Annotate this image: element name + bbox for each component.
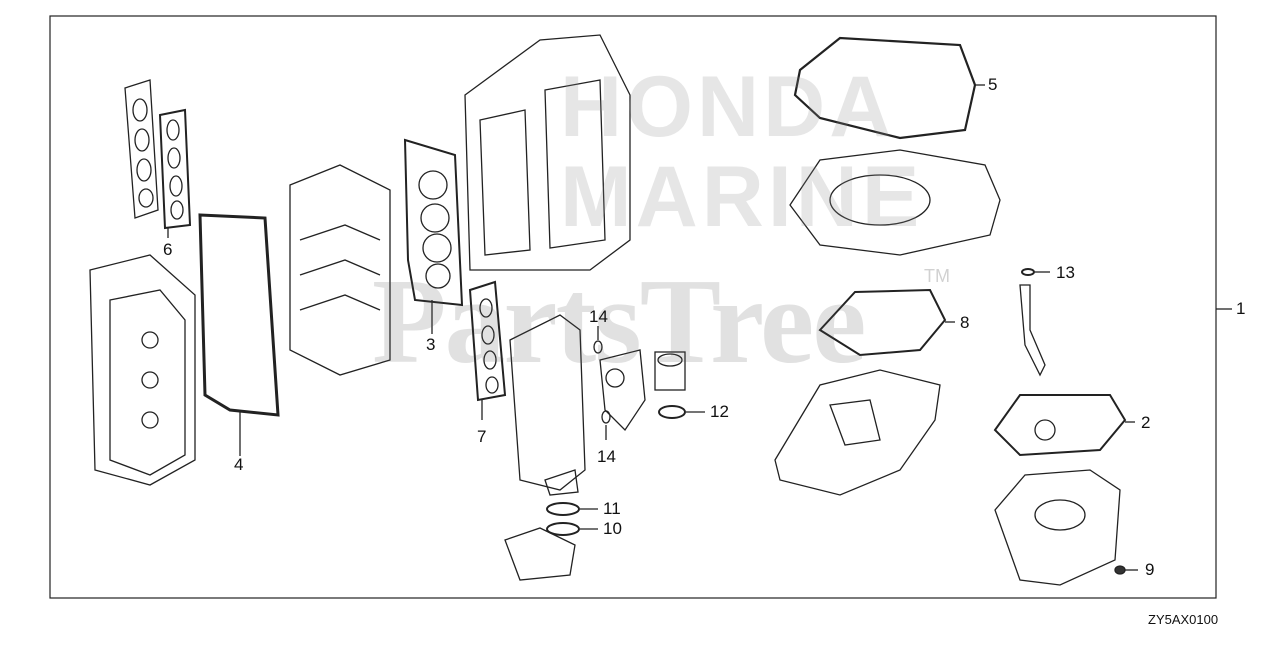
part-8-oil-pan-gasket <box>818 288 955 357</box>
diagram-code: ZY5AX0100 <box>1148 612 1219 627</box>
part-7-exhaust-gasket <box>468 280 507 420</box>
oil-pan <box>774 369 941 496</box>
part-5-adapter-gasket <box>793 36 985 140</box>
part-14-oring-upper <box>593 340 603 354</box>
part-9-drain-plug <box>1114 565 1126 575</box>
callout-14-lower[interactable]: 14 <box>597 447 616 466</box>
callout-14-upper[interactable]: 14 <box>589 307 608 326</box>
callout-4[interactable]: 4 <box>234 455 244 474</box>
part-11-oring <box>546 502 580 516</box>
brand-watermark: HONDA MARINE <box>560 62 923 243</box>
part-2-case-gasket <box>993 394 1135 457</box>
diagram-frame <box>49 15 1217 599</box>
callout-9[interactable]: 9 <box>1145 560 1155 579</box>
callout-10[interactable]: 10 <box>603 519 622 538</box>
callout-3[interactable]: 3 <box>426 335 436 354</box>
oil-case <box>789 149 1001 256</box>
part-4-valve-cover <box>89 213 280 486</box>
oil-pump-parts <box>599 349 686 432</box>
callout-1[interactable]: 1 <box>1236 299 1246 318</box>
callout-13[interactable]: 13 <box>1056 263 1075 282</box>
water-manifold <box>504 314 586 581</box>
callout-6[interactable]: 6 <box>163 240 173 259</box>
bottom-case <box>994 469 1121 586</box>
trademark-symbol: TM <box>924 266 950 286</box>
brand-watermark-line1: HONDA <box>560 59 896 155</box>
part-14-oring-lower <box>601 410 611 424</box>
crankcase-block <box>464 34 631 271</box>
callout-7[interactable]: 7 <box>477 427 487 446</box>
partstree-watermark: PartsTree <box>372 254 866 389</box>
cylinder-block <box>289 164 391 376</box>
callout-2[interactable]: 2 <box>1141 413 1151 432</box>
part-12-oring <box>658 405 686 419</box>
brand-watermark-line2: MARINE <box>560 149 924 246</box>
part-3-head-gasket <box>403 138 464 334</box>
callout-8[interactable]: 8 <box>960 313 970 332</box>
callout-5[interactable]: 5 <box>988 75 998 94</box>
part-6-intake-gaskets <box>124 79 192 238</box>
part-10-oring <box>546 522 580 536</box>
part-13-dipstick-tube <box>1019 268 1050 377</box>
callout-12[interactable]: 12 <box>710 402 729 421</box>
callout-11[interactable]: 11 <box>603 499 621 518</box>
